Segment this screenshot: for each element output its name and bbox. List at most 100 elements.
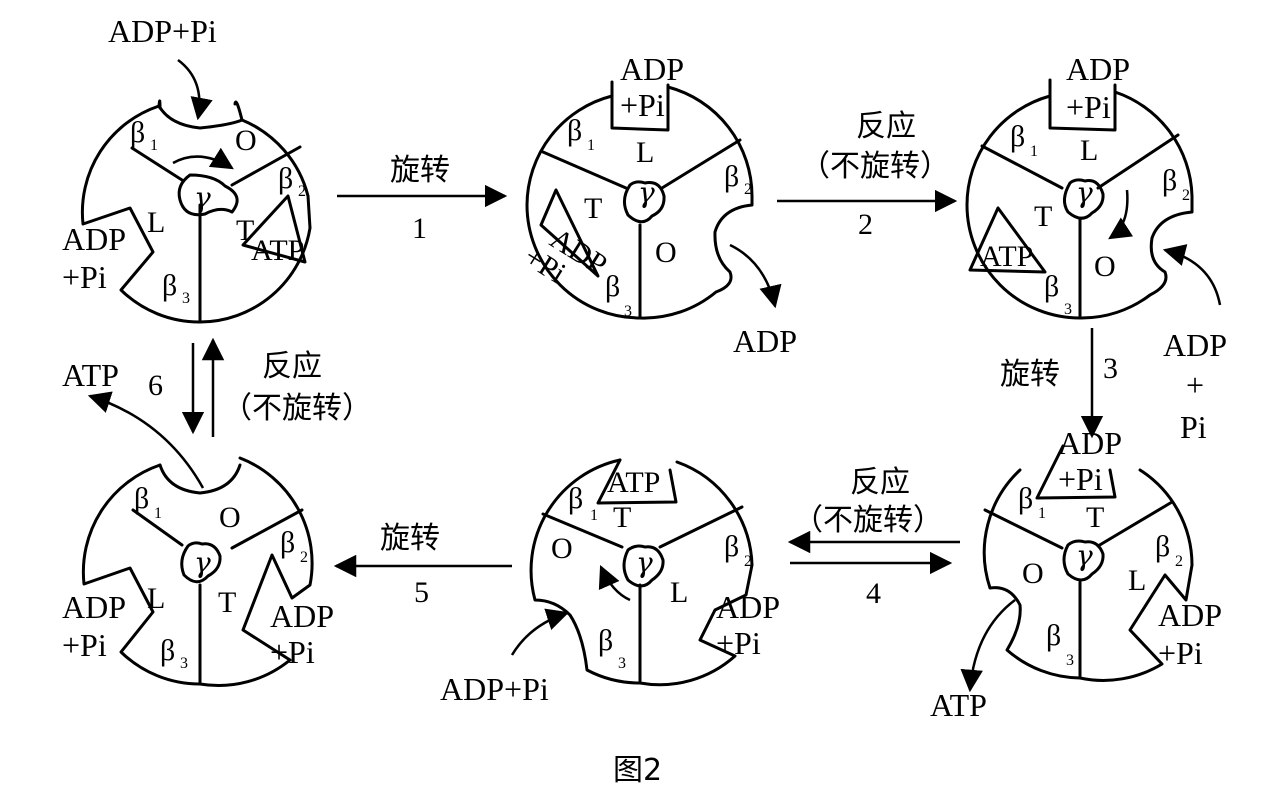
figure-caption: 图2 [613,753,662,788]
step-5-number: 5 [414,576,429,609]
step-1-rotate: 旋转 [390,153,450,188]
state-3-t: T [1034,200,1052,233]
svg-text:β: β [160,634,175,667]
step-5-rotate: 旋转 [380,521,440,556]
state-2-triangle [539,188,600,278]
svg-text:γ: γ [1076,176,1093,209]
svg-text:β: β [1044,270,1059,303]
state-2-l: L [636,136,654,169]
state-2-pi-top: +Pi [620,87,665,123]
state-6-pi-left: +Pi [62,627,107,663]
svg-text:β: β [1162,164,1177,197]
state-3-triangle [968,206,1047,274]
state-2-adp-out: ADP [733,323,797,359]
state-3: ADP +Pi β 1 L β 2 γ T ATP O β 3 ADP + Pi [965,51,1227,445]
step-5: 旋转 5 [333,521,512,609]
state-3-plus: + [1186,367,1204,403]
svg-text:β: β [1046,619,1061,652]
state-5-atp: ATP [607,466,660,499]
svg-text:β: β [134,482,149,515]
step-2-number: 2 [858,208,873,241]
state-3-adp-in: ADP [1163,327,1227,363]
state-3-outline [965,90,1194,320]
svg-text:+Pi: +Pi [1058,461,1103,497]
svg-text:2: 2 [298,183,306,200]
state-1-pi: +Pi [62,259,107,295]
state-6-o: O [219,501,241,534]
state-4-o: O [1022,557,1044,590]
state-1-beta2: β [278,162,293,195]
state-4: ADP +Pi β 1 T β 2 O γ L ADP +Pi β 3 ATP [930,425,1222,723]
state-1-gamma: γ [194,181,211,214]
state-2-outline [525,85,754,320]
state-2-adp-top: ADP [620,51,684,87]
state-5-pi: +Pi [716,625,761,661]
svg-text:2: 2 [744,181,752,198]
svg-text:β: β [1010,120,1025,153]
state-1-outline [80,104,312,324]
step-3: 旋转 3 [1000,328,1118,439]
svg-text:3: 3 [624,303,632,320]
state-5-o: O [551,532,573,565]
state-1-atp: ATP [251,234,304,267]
svg-text:β: β [280,526,295,559]
state-1-t: T [236,214,254,247]
state-1-adp-pi-top: ADP+Pi [108,13,217,49]
step-6: 6 反应 （不旋转） [148,337,372,437]
svg-text:3: 3 [618,655,626,672]
step-6-number: 6 [148,369,163,402]
svg-text:3: 3 [180,655,188,672]
state-4-adp: ADP [1158,597,1222,633]
state-2-t: T [584,192,602,225]
state-1: ADP+Pi β 1 O β 2 γ L T ATP ADP +Pi β 3 [62,13,312,324]
state-1-adp: ADP [62,221,126,257]
step-6-no-rotate: （不旋转） [222,391,372,426]
svg-text:β: β [724,530,739,563]
step-2-no-rotate: （不旋转） [800,149,950,184]
state-5-outline [529,458,754,687]
svg-text:1: 1 [590,507,598,524]
step-1-number: 1 [412,212,427,245]
svg-text:γ: γ [636,546,653,579]
state-4-atp-out: ATP [930,687,987,723]
step-6-react: 反应 [262,349,322,384]
svg-text:γ: γ [1076,539,1093,572]
svg-text:ADP: ADP [1058,425,1122,461]
state-3-l: L [1080,134,1098,167]
svg-text:2: 2 [300,549,308,566]
svg-text:β: β [598,624,613,657]
state-3-pi-in: Pi [1180,409,1207,445]
step-4-react: 反应 [850,465,910,500]
state-2-o: O [655,236,677,269]
state-4-pi: +Pi [1158,635,1203,671]
state-1-gamma-shape [177,173,239,217]
svg-text:γ: γ [638,176,655,209]
svg-text:3: 3 [182,290,190,307]
state-3-atp: ATP [980,240,1033,273]
state-6: β 1 O β 2 γ L T ADP +Pi ADP +Pi β 3 ATP [62,357,334,688]
state-4-outline [982,468,1194,682]
step-2: 反应 （不旋转） 2 [777,109,958,241]
state-1-beta3: β [162,269,177,302]
state-1-l: L [147,206,165,239]
state-6-outline [81,456,314,688]
svg-text:3: 3 [1064,301,1072,318]
svg-text:+Pi: +Pi [1066,89,1111,125]
state-3-o: O [1094,250,1116,283]
step-2-react: 反应 [856,109,916,144]
svg-text:3: 3 [1066,652,1074,669]
state-1-beta1: β [130,116,145,149]
state-4-l: L [1128,564,1146,597]
svg-text:1: 1 [154,505,162,522]
state-6-t: T [218,586,236,619]
state-5: ATP β 1 T O β 2 γ L ADP +Pi β 3 ADP+Pi [440,458,780,707]
state-1-triangle [241,194,307,264]
state-6-adp-left: ADP [62,589,126,625]
step-3-number: 3 [1103,352,1118,385]
svg-text:γ: γ [194,546,211,579]
svg-text:β: β [567,114,582,147]
svg-text:β: β [568,482,583,515]
svg-text:ADP: ADP [1066,51,1130,87]
